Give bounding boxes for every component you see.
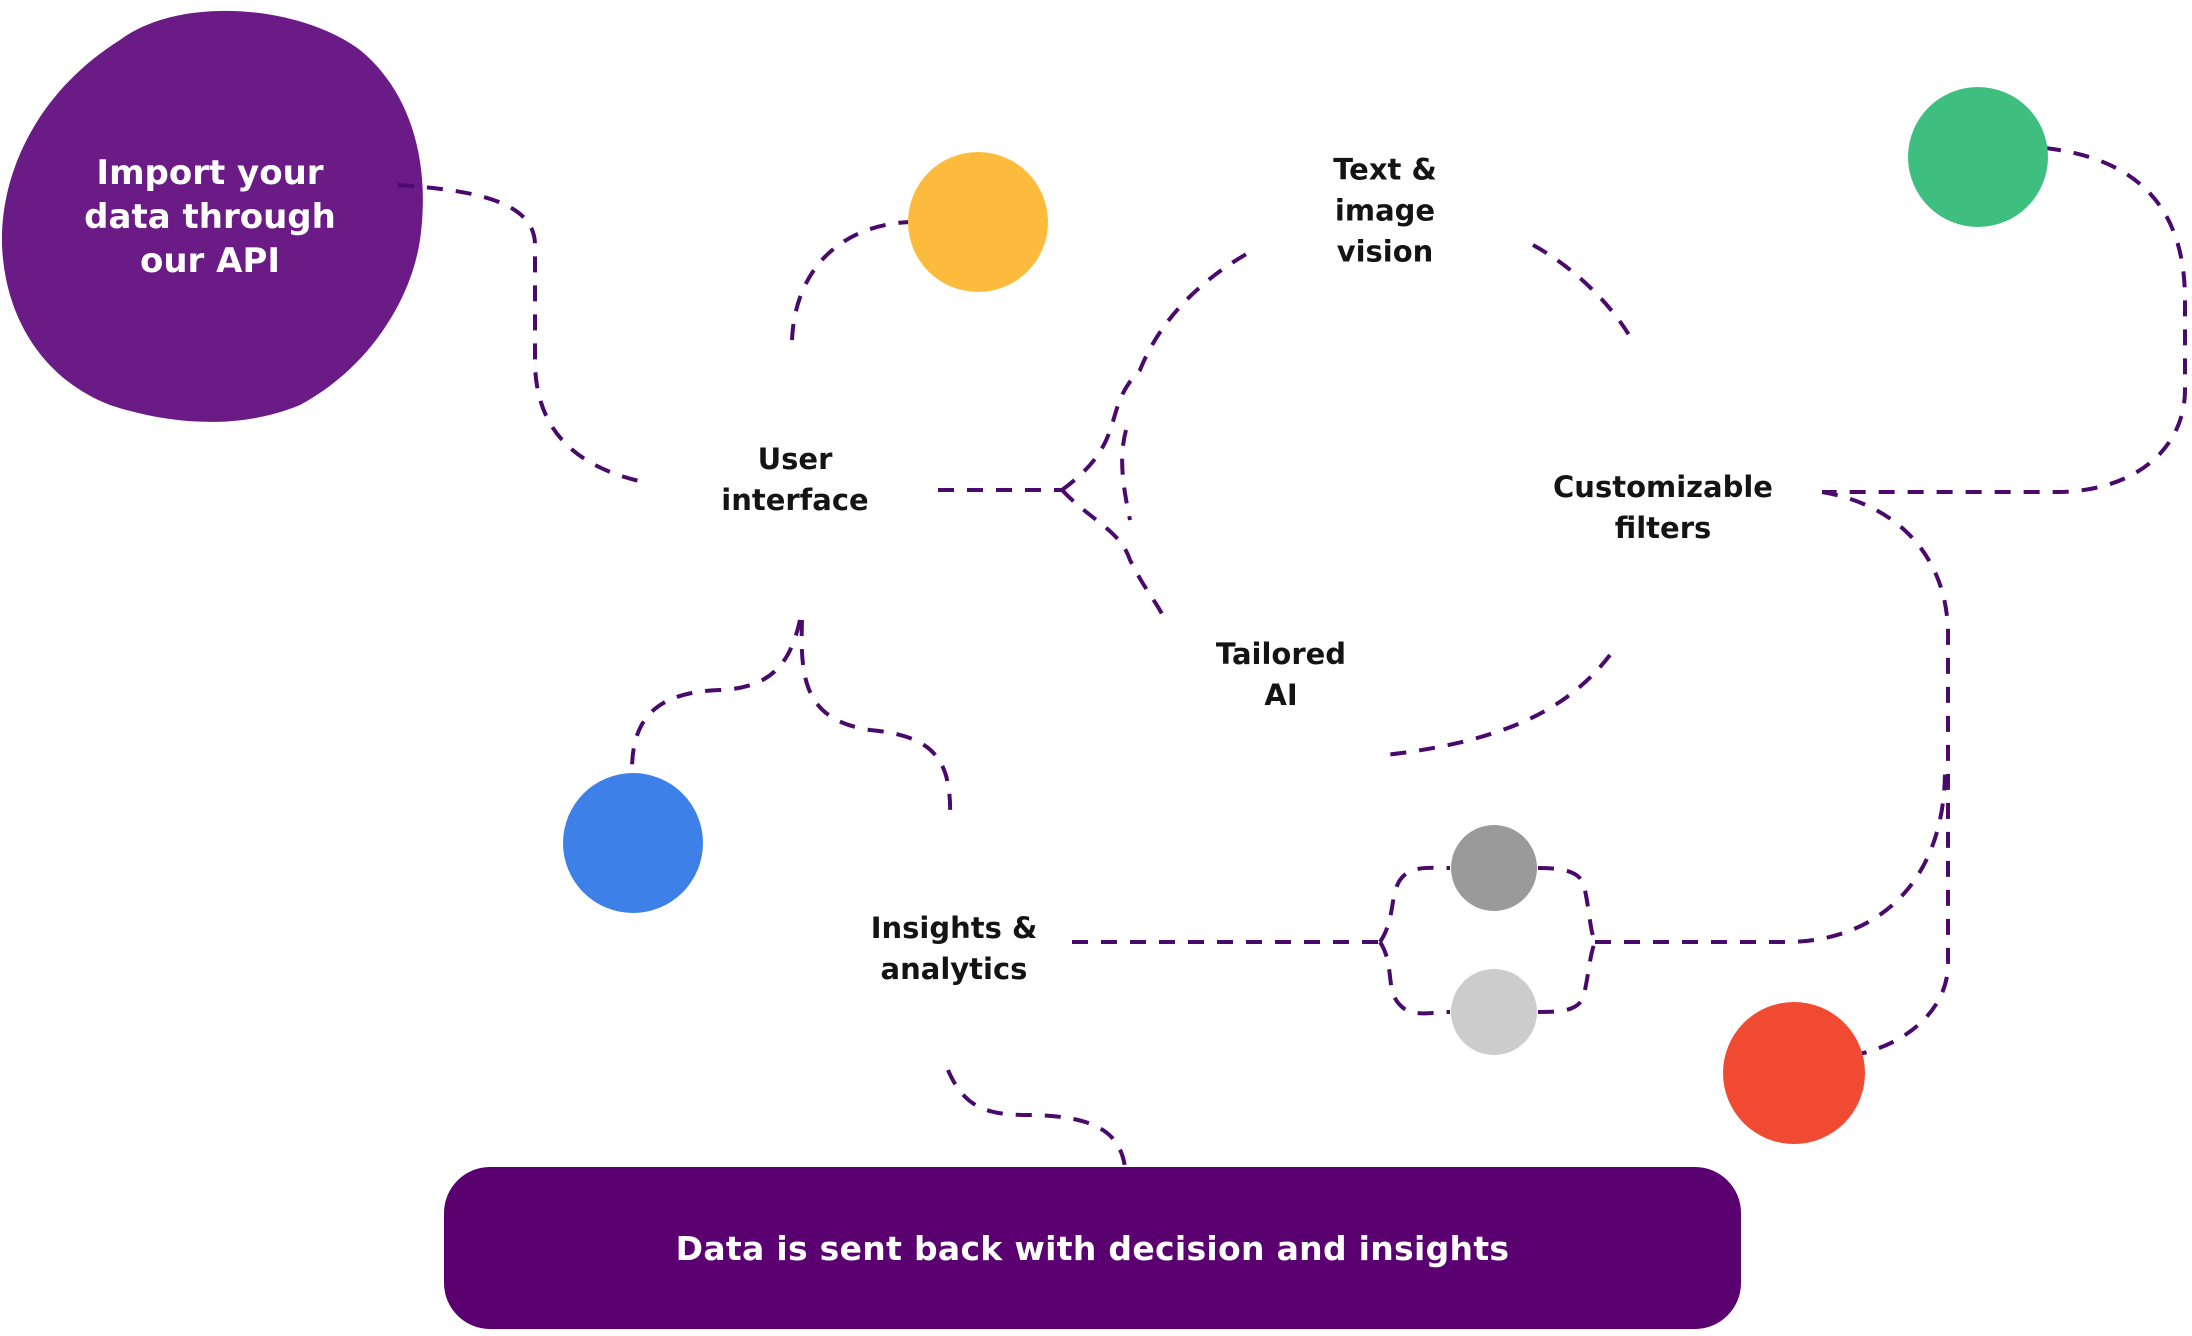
api-import-label: Import your data through our API — [60, 151, 360, 283]
insights-analytics-line-1: Insights & — [870, 911, 1038, 945]
connector-ui-to-insights — [799, 619, 953, 821]
connector-branch-to-tailored-ai — [1060, 488, 1165, 617]
text-image-vision-line-3: vision — [1336, 234, 1434, 269]
light-gray-dot — [1451, 969, 1537, 1055]
user-interface-line-2: interface — [721, 483, 869, 517]
tailored-ai-line-2: AI — [1264, 678, 1298, 712]
connector-insights-to-output — [946, 1069, 1127, 1168]
connector-branch-curve — [1120, 429, 1132, 521]
customizable-filters-label: Customizable filters — [1553, 467, 1773, 549]
connector-filters-to-red — [1821, 490, 1951, 1057]
insights-analytics-line-2: analytics — [880, 952, 1028, 986]
user-interface-label: User interface — [721, 439, 868, 521]
api-import-line-3: our API — [139, 241, 281, 281]
api-import-line-2: data through — [84, 197, 336, 237]
connector-filters-to-tailored-ai — [1384, 653, 1612, 757]
red-dot — [1723, 1002, 1865, 1144]
connector-api-to-ui — [397, 183, 649, 485]
connector-ui-to-blue — [630, 619, 802, 771]
blue-dot — [563, 773, 703, 913]
connector-green-to-filters — [1822, 146, 2187, 494]
connector-ui-to-yellow — [790, 220, 911, 341]
customizable-filters-line-1: Customizable — [1553, 470, 1773, 504]
connector-gray-to-filters — [1595, 769, 1947, 944]
api-import-line-1: Import your — [96, 153, 324, 193]
user-interface-line-1: User — [757, 442, 833, 476]
api-import-blob — [1, 10, 423, 422]
text-image-vision-line-1: Text & — [1333, 152, 1437, 187]
dark-gray-dot — [1451, 825, 1537, 911]
yellow-dot — [908, 152, 1048, 292]
output-bar: Data is sent back with decision and insi… — [444, 1167, 1741, 1329]
connector-gray-loop — [1378, 865, 1597, 1016]
green-dot — [1908, 87, 2048, 227]
text-image-vision-label: Text & image vision — [1333, 150, 1437, 273]
text-image-vision-line-2: image — [1334, 193, 1436, 228]
tailored-ai-label: Tailored AI — [1216, 634, 1346, 716]
customizable-filters-line-2: filters — [1614, 511, 1712, 545]
output-label: Data is sent back with decision and insi… — [675, 1228, 1510, 1268]
insights-analytics-label: Insights & analytics — [871, 908, 1038, 990]
connector-branch-to-vision — [1060, 250, 1251, 492]
connector-vision-to-filters — [1532, 243, 1634, 341]
tailored-ai-line-1: Tailored — [1215, 637, 1347, 671]
